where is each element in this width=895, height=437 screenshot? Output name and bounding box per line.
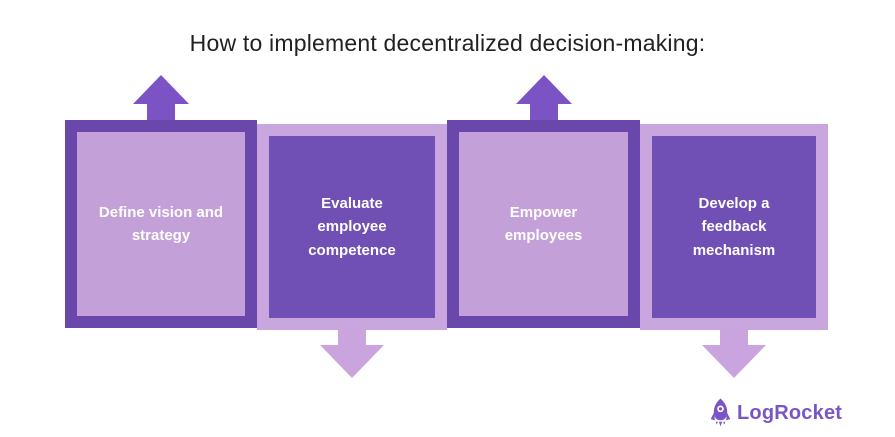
logo-text: LogRocket (737, 401, 843, 424)
down-arrow-icon (320, 329, 384, 378)
step-box-define-vision: Define vision and strategy (65, 120, 257, 328)
step-label: Evaluate employee competence (308, 195, 396, 259)
rocket-icon (710, 398, 731, 426)
step-label: Define vision and strategy (98, 203, 224, 244)
step-box-empower-employees: Empower employees (447, 120, 640, 328)
down-arrow-icon (702, 329, 766, 378)
diagram-title: How to implement decentralized decision-… (189, 30, 706, 56)
logrocket-logo: LogRocket (708, 396, 842, 430)
up-arrow-icon (516, 75, 572, 122)
up-arrow-icon (133, 75, 189, 122)
step-box-evaluate-competence: Evaluate employee competence (257, 124, 447, 330)
step-label: Empower employees (504, 203, 583, 244)
step-box-feedback-mechanism: Develop a feedback mechanism (640, 124, 828, 330)
step-label: Develop a feedback mechanism (692, 195, 776, 259)
